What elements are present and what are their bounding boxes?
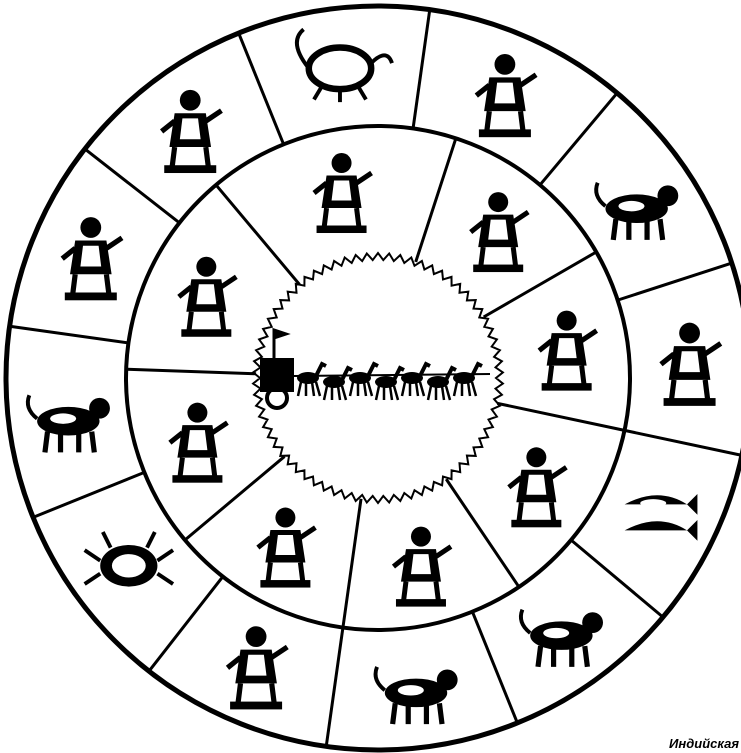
caption: Индийская [669, 736, 739, 751]
